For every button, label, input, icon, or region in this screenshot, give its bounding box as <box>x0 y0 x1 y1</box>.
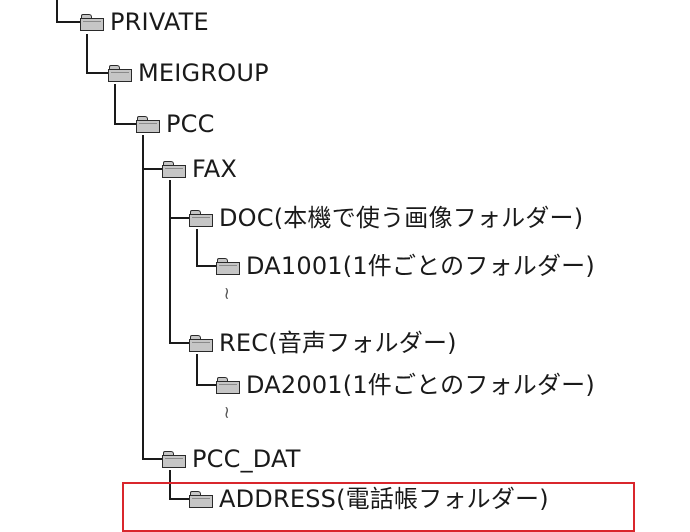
folder-label: MEIGROUP <box>138 59 269 87</box>
folder-node-da2001: DA2001(1件ごとのフォルダー) <box>216 370 595 400</box>
folder-label: DA1001(1件ごとのフォルダー) <box>246 252 595 280</box>
folder-label: PRIVATE <box>110 8 209 36</box>
folder-icon <box>216 376 240 394</box>
folder-node-fax: FAX <box>162 154 237 184</box>
folder-node-rec: REC(音声フォルダー) <box>189 328 457 358</box>
folder-icon <box>189 490 213 508</box>
tree-connector <box>142 135 144 460</box>
tree-connector <box>114 123 136 125</box>
tree-connector <box>56 21 80 23</box>
folder-node-doc: DOC(本機で使う画像フォルダー) <box>189 203 583 233</box>
folder-icon <box>216 257 240 275</box>
tree-connector <box>142 168 162 170</box>
folder-node-meigroup: MEIGROUP <box>108 58 269 88</box>
continuation-mark: ~ <box>216 405 237 420</box>
folder-node-private: PRIVATE <box>80 7 209 37</box>
tree-connector <box>86 72 108 74</box>
continuation-mark: ~ <box>216 286 237 301</box>
folder-tree-diagram: PRIVATE MEIGROUP PCC FAX DOC(本機で使う画像フォルダ… <box>56 0 635 532</box>
folder-label: FAX <box>192 155 238 183</box>
folder-label: PCC_DAT <box>192 445 301 473</box>
folder-icon <box>162 450 186 468</box>
tree-connector <box>196 229 198 267</box>
folder-label: DOC(本機で使う画像フォルダー) <box>219 204 584 232</box>
tree-connector <box>169 217 189 219</box>
tree-connector <box>196 354 198 386</box>
folder-icon <box>189 334 213 352</box>
folder-label: DA2001(1件ごとのフォルダー) <box>246 371 595 399</box>
tree-connector <box>56 0 58 23</box>
folder-label: ADDRESS(電話帳フォルダー) <box>219 485 549 513</box>
folder-node-da1001: DA1001(1件ごとのフォルダー) <box>216 251 595 281</box>
tree-connector <box>196 384 216 386</box>
folder-node-address: ADDRESS(電話帳フォルダー) <box>189 484 549 514</box>
folder-node-pcc: PCC <box>136 109 215 139</box>
tree-connector <box>114 84 116 125</box>
folder-icon <box>189 209 213 227</box>
folder-label: PCC <box>166 110 215 138</box>
tree-connector <box>86 34 88 74</box>
folder-icon <box>136 115 160 133</box>
tree-connector <box>169 498 189 500</box>
folder-icon <box>80 13 104 31</box>
folder-label: REC(音声フォルダー) <box>219 329 457 357</box>
tree-connector <box>196 265 216 267</box>
folder-node-pcc-dat: PCC_DAT <box>162 444 301 474</box>
tree-connector <box>169 342 189 344</box>
folder-icon <box>108 64 132 82</box>
tree-connector <box>169 180 171 344</box>
tree-connector <box>169 470 171 500</box>
tree-connector <box>142 458 162 460</box>
folder-icon <box>162 160 186 178</box>
